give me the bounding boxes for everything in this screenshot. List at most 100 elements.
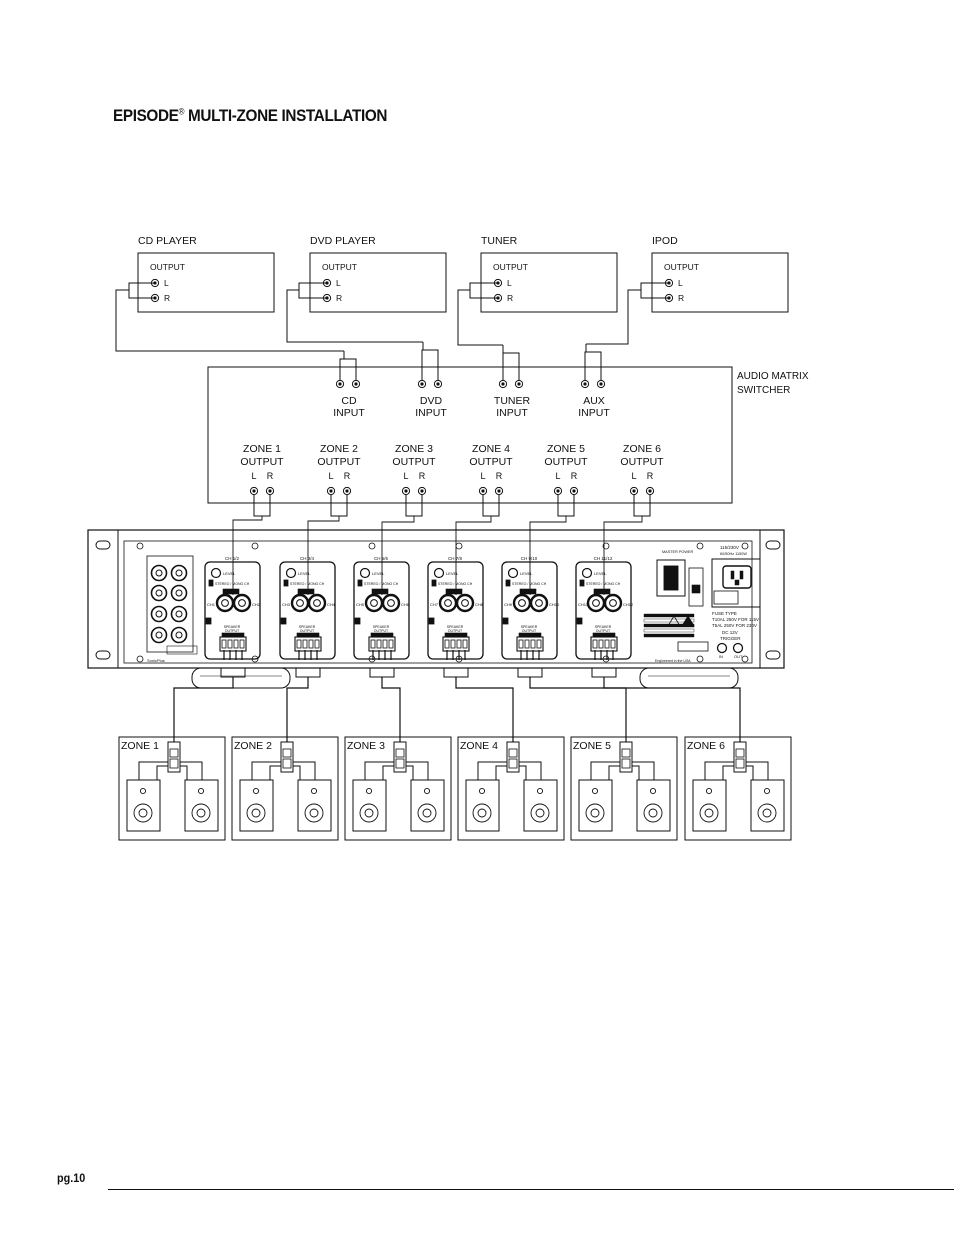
panel-screw xyxy=(251,542,259,550)
mode-label: STEREO / MONO CH xyxy=(512,582,547,586)
switcher-input-jack-left-pin xyxy=(420,382,424,386)
source-left-label: L xyxy=(336,278,341,288)
speaker-wire xyxy=(180,761,203,780)
speaker-woofer xyxy=(472,803,492,823)
trigger-out-jack xyxy=(732,642,744,654)
speaker-right xyxy=(750,779,785,832)
module-frame xyxy=(427,561,484,660)
zone-output-label: ZONE 3 xyxy=(395,443,433,455)
rca-jack-core xyxy=(175,631,183,639)
page-title: EPISODE® MULTI-ZONE INSTALLATION xyxy=(113,106,388,125)
right-channel-label: CH6 xyxy=(401,602,410,607)
bridge-switch xyxy=(354,617,361,625)
switcher-input-loop xyxy=(502,352,520,380)
speaker-output-label: OUTPUT xyxy=(374,629,389,633)
trigger-out-label: OUT xyxy=(734,654,743,659)
terminal-screw xyxy=(610,639,616,649)
zone-output-jack-left xyxy=(326,486,336,496)
engineered-note: Engineered in the USA xyxy=(655,659,691,663)
mode-switch xyxy=(505,579,511,587)
bridge-switch xyxy=(428,617,435,625)
amp-to-zone-wire xyxy=(173,677,234,742)
channel-label-box xyxy=(222,588,240,595)
zone-output-left: L xyxy=(328,471,333,481)
speaker-wire xyxy=(704,761,734,780)
zone-output-jack-right xyxy=(417,486,427,496)
volume-control-plate xyxy=(621,758,631,769)
zone-output-jack-right-pin xyxy=(420,489,424,493)
zone-output-label: OUTPUT xyxy=(469,456,513,468)
speaker-output-label: OUTPUT xyxy=(300,629,315,633)
iec-pin xyxy=(730,570,735,580)
channel-input-right-core xyxy=(461,599,469,607)
channel-label-box xyxy=(371,588,389,595)
bridge-switch xyxy=(576,617,583,625)
level-knob xyxy=(433,567,445,579)
speaker-wire xyxy=(180,765,188,780)
speaker-terminal-block xyxy=(368,636,396,652)
source-output-label: OUTPUT xyxy=(150,262,185,272)
zone-label: ZONE 6 xyxy=(687,740,725,752)
zone-output-jack-left-pin xyxy=(404,489,408,493)
zone-label: ZONE 1 xyxy=(121,740,159,752)
speaker-wire xyxy=(608,765,620,780)
panel-screw xyxy=(696,655,704,663)
zone-output-jack-right-pin xyxy=(345,489,349,493)
speaker-wire xyxy=(364,761,394,780)
audio-matrix-switcher: AUDIO MATRIXSWITCHERCDINPUTDVDINPUTTUNER… xyxy=(207,366,809,504)
volume-control-knob xyxy=(282,748,292,758)
switcher-to-amp-wire xyxy=(529,516,567,595)
zone-output-left: L xyxy=(631,471,636,481)
terminal-screw xyxy=(227,639,233,649)
terminal-screw xyxy=(518,639,524,649)
speaker-lead-bundle xyxy=(591,667,617,678)
voltage-sub-label: 60/50Hz 1150W xyxy=(720,552,747,556)
speaker-wire xyxy=(269,765,281,780)
switcher-input-jack-right-pin xyxy=(436,382,440,386)
zone-output-left: L xyxy=(555,471,560,481)
speaker-left xyxy=(692,779,727,832)
switcher-input-label: DVD xyxy=(420,395,443,407)
switcher-input-label: TUNER xyxy=(494,395,531,407)
panel-screw xyxy=(602,542,610,550)
warning-triangle xyxy=(681,615,695,627)
left-channel-label: CH9 xyxy=(504,602,513,607)
zone-output-jack-left xyxy=(629,486,639,496)
speaker-woofer-cone xyxy=(422,808,432,818)
module-header: CH 5/6 xyxy=(374,556,389,561)
zone-output-loop xyxy=(253,495,271,517)
zone-output-jack-left-pin xyxy=(252,489,256,493)
bridge-switch xyxy=(205,617,212,625)
speaker-left xyxy=(578,779,613,832)
speaker-lead-bundle xyxy=(295,667,321,678)
switcher-input-label: CD xyxy=(341,395,357,407)
speaker-wire xyxy=(495,765,507,780)
zone-output-right: R xyxy=(496,471,503,481)
bridge-switch xyxy=(502,617,509,625)
warning-text-line xyxy=(643,618,695,623)
source-output-label: OUTPUT xyxy=(664,262,699,272)
switcher-to-amp-wire xyxy=(381,516,415,595)
level-knob xyxy=(581,567,593,579)
rca-jack xyxy=(170,626,188,644)
module-header: CH 7/8 xyxy=(448,556,463,561)
terminal-label xyxy=(221,632,245,638)
level-knob xyxy=(285,567,297,579)
speaker-wire xyxy=(746,761,769,780)
voltage-selector xyxy=(688,567,704,607)
mode-switch xyxy=(431,579,437,587)
speaker-wire xyxy=(156,765,168,780)
switcher-input-loop xyxy=(339,358,357,380)
rack-hole xyxy=(95,540,111,550)
left-channel-label: CH3 xyxy=(282,602,291,607)
global-input-section xyxy=(146,555,194,653)
zone-output-jack-right xyxy=(342,486,352,496)
switcher-name-line2: SWITCHER xyxy=(737,385,790,396)
warning-text-line xyxy=(643,628,695,633)
iec-inlet-frame xyxy=(711,558,761,608)
speaker-lead-bundle xyxy=(443,667,469,678)
channel-input-left-core xyxy=(370,599,378,607)
